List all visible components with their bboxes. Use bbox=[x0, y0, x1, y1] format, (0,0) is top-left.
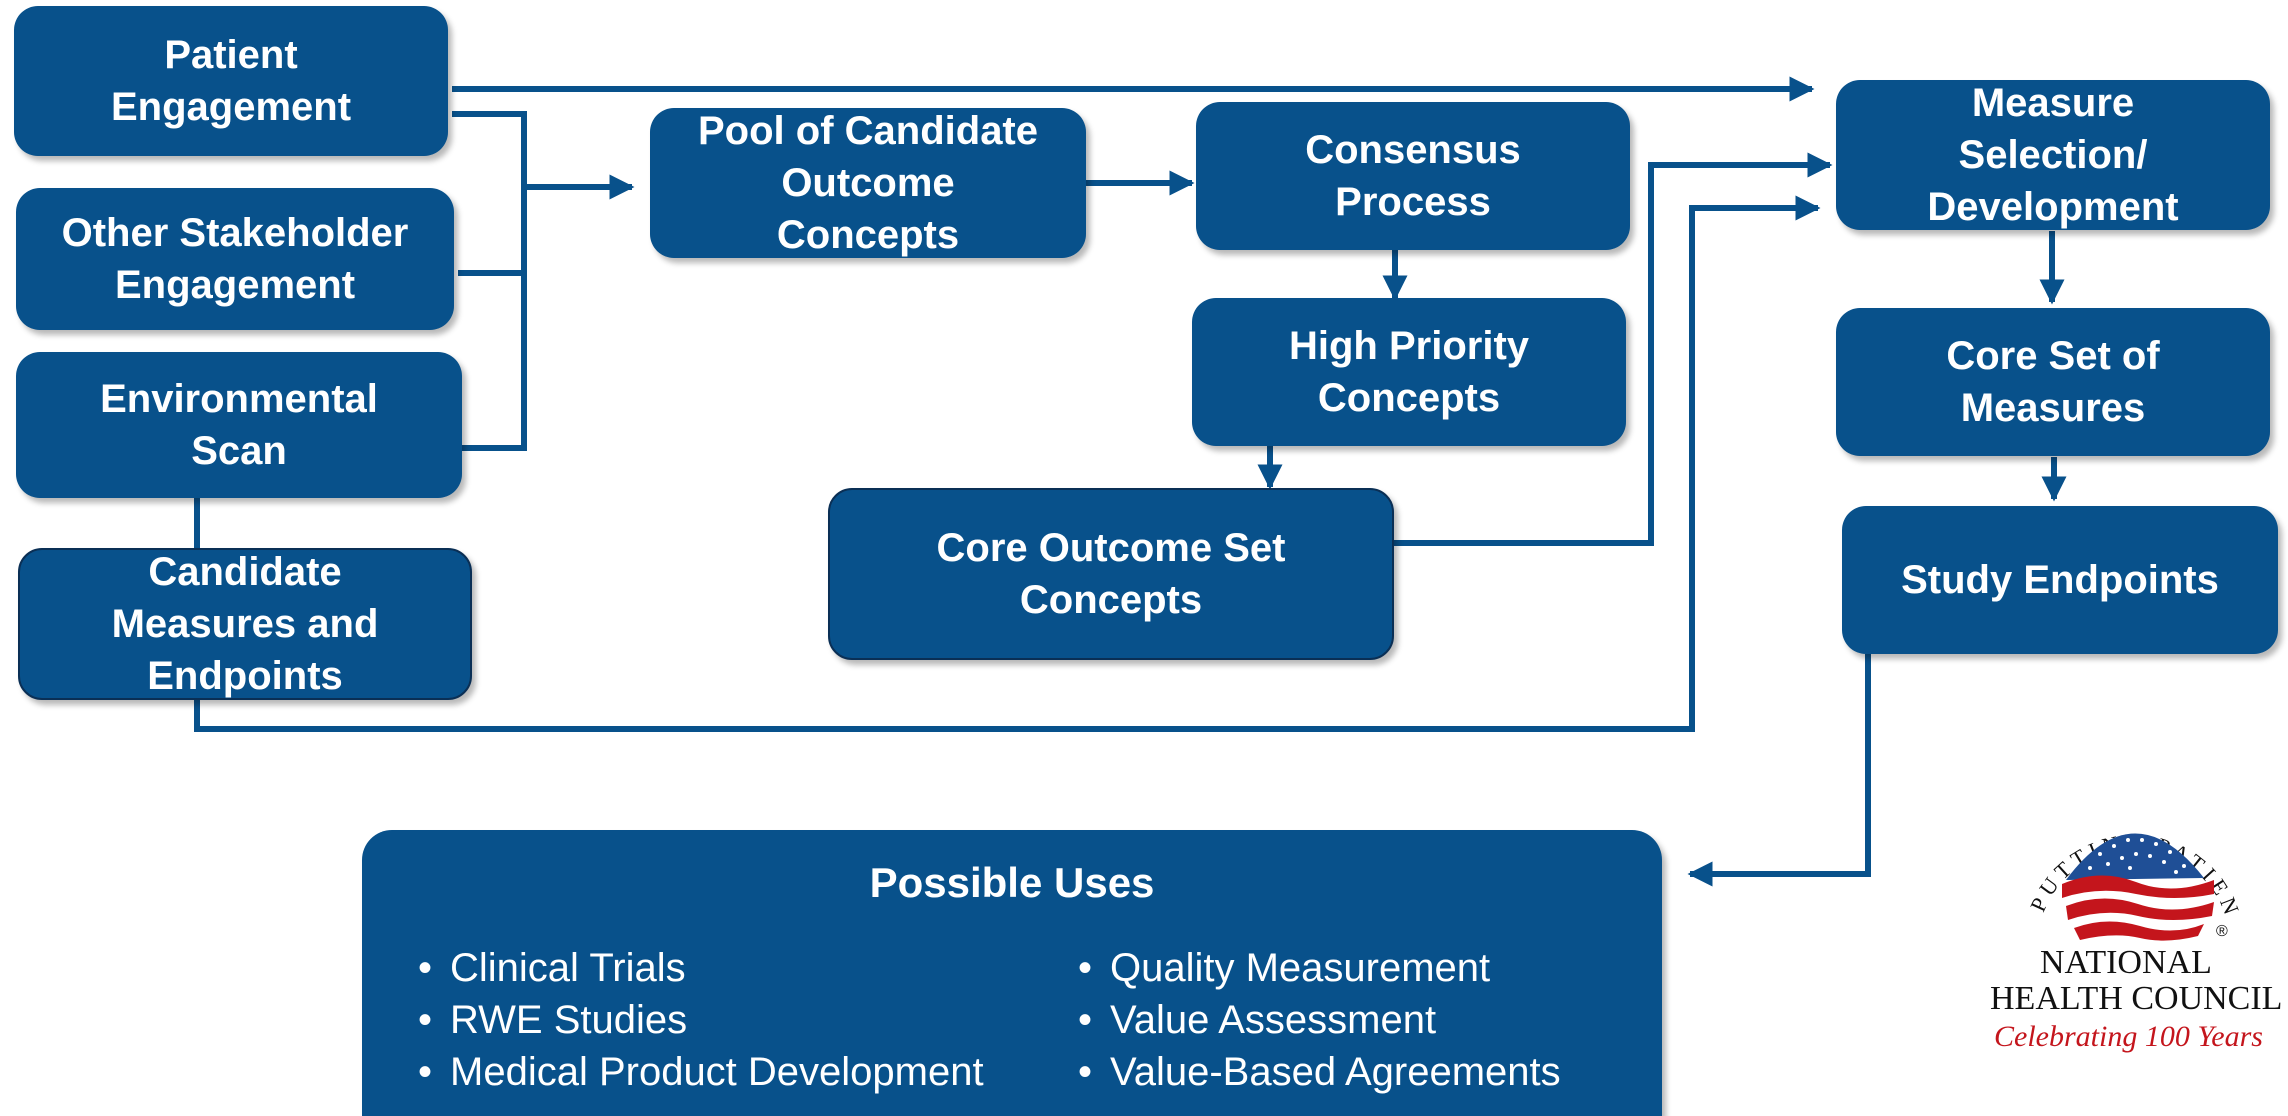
node-label-line: Study Endpoints bbox=[1901, 558, 2219, 602]
logo-name-line2: HEALTH COUNCIL bbox=[1990, 980, 2283, 1017]
node-label-line: Selection/ bbox=[1958, 133, 2148, 177]
node-label-line: Pool of Candidate bbox=[698, 109, 1038, 153]
node-label: Other Stakeholder Engagement bbox=[62, 207, 409, 311]
node-other-stakeholder-engagement: Other Stakeholder Engagement bbox=[16, 188, 454, 330]
node-label-line: Scan bbox=[191, 429, 287, 473]
node-label-line: Measures and bbox=[111, 602, 379, 646]
node-consensus-process: Consensus Process bbox=[1196, 102, 1630, 250]
bullet-icon: • bbox=[418, 998, 433, 1042]
node-environmental-scan: Environmental Scan bbox=[16, 352, 462, 498]
node-label: Candidate Measures and Endpoints bbox=[112, 546, 379, 702]
node-label: Core Set of Measures bbox=[1946, 330, 2159, 434]
node-pool-of-candidate-outcome-concepts: Pool of Candidate Outcome Concepts bbox=[650, 108, 1086, 258]
node-label-line: Measure bbox=[1971, 81, 2135, 125]
list-item: • Value-Based Agreements bbox=[1074, 1046, 1561, 1098]
node-label-line: Concepts bbox=[1019, 578, 1203, 622]
node-label-line: Other Stakeholder bbox=[61, 211, 409, 255]
list-item-label: Medical Product Development bbox=[450, 1050, 984, 1094]
node-core-outcome-set-concepts: Core Outcome Set Concepts bbox=[828, 488, 1394, 660]
list-item: • Medical Product Development bbox=[414, 1046, 984, 1098]
node-label-line: Core Outcome Set bbox=[936, 526, 1286, 570]
possible-uses-left-list: • Clinical Trials • RWE Studies • Medical P… bbox=[414, 942, 984, 1098]
node-candidate-measures: Candidate Measures and Endpoints bbox=[18, 548, 472, 700]
node-label-line: Environmental bbox=[100, 377, 378, 421]
node-label: High Priority Concepts bbox=[1289, 320, 1529, 424]
node-measure-selection-development: Measure Selection/ Development bbox=[1836, 80, 2270, 230]
node-study-endpoints: Study Endpoints bbox=[1842, 506, 2278, 654]
list-item-label: Clinical Trials bbox=[450, 946, 686, 990]
bullet-icon: • bbox=[418, 946, 433, 990]
node-label-line: Concepts bbox=[1317, 376, 1501, 420]
node-label-line: High Priority bbox=[1288, 324, 1530, 368]
list-item-label: Quality Measurement bbox=[1110, 946, 1491, 990]
node-label-line: Measures bbox=[1960, 386, 2146, 430]
node-label: Core Outcome Set Concepts bbox=[937, 522, 1286, 626]
node-label-line: Concepts bbox=[776, 213, 960, 257]
node-patient-engagement: Patient Engagement bbox=[14, 6, 448, 156]
list-item-label: Value Assessment bbox=[1110, 998, 1437, 1042]
node-label-line: Endpoints bbox=[147, 654, 343, 698]
node-label-line: Engagement bbox=[110, 85, 352, 129]
node-label-line: Development bbox=[1927, 185, 2179, 229]
bullet-icon: • bbox=[1078, 946, 1093, 990]
node-label: Consensus Process bbox=[1305, 124, 1521, 228]
node-label-line: Core Set of bbox=[1946, 334, 2160, 378]
node-label-line: Engagement bbox=[114, 263, 356, 307]
list-item: • Quality Measurement bbox=[1074, 942, 1561, 994]
node-high-priority-concepts: High Priority Concepts bbox=[1192, 298, 1626, 446]
bullet-icon: • bbox=[418, 1050, 433, 1094]
node-label-line: Process bbox=[1335, 180, 1491, 224]
possible-uses-title: Possible Uses bbox=[869, 859, 1155, 906]
node-label: Study Endpoints bbox=[1901, 554, 2219, 606]
list-item: • RWE Studies bbox=[414, 994, 984, 1046]
node-label: Measure Selection/ Development bbox=[1927, 77, 2178, 233]
list-item-label: Value-Based Agreements bbox=[1110, 1050, 1561, 1094]
flag-seal-icon: PUTTING PATIENTS FIRST ® bbox=[1990, 768, 2241, 941]
logo-tagline: Celebrating 100 Years bbox=[1994, 1020, 2263, 1053]
node-label-line: Outcome bbox=[781, 161, 955, 205]
logo-name-line1: NATIONAL bbox=[2040, 944, 2212, 981]
national-health-council-logo: PUTTING PATIENTS FIRST ® NATIONAL HEALTH… bbox=[1990, 768, 2288, 1068]
node-label-line: Consensus bbox=[1305, 128, 1521, 172]
node-label: Patient Engagement bbox=[111, 29, 351, 133]
node-label-line: Patient bbox=[164, 33, 298, 77]
node-label-line: Candidate bbox=[148, 550, 342, 594]
connector-core-outcome-to-measure-selection bbox=[1394, 152, 1833, 546]
list-item: • Clinical Trials bbox=[414, 942, 984, 994]
list-item: • Value Assessment bbox=[1074, 994, 1561, 1046]
bullet-icon: • bbox=[1078, 998, 1093, 1042]
node-label: Environmental Scan bbox=[100, 373, 378, 477]
node-label: Pool of Candidate Outcome Concepts bbox=[698, 105, 1038, 261]
logo-registered-mark: ® bbox=[2216, 923, 2228, 940]
connector-study-endpoints-to-uses bbox=[1687, 654, 1871, 887]
bullet-icon: • bbox=[1078, 1050, 1093, 1094]
possible-uses-panel: Possible Uses • Clinical Trials • RWE Stud… bbox=[362, 830, 1662, 1116]
list-item-label: RWE Studies bbox=[450, 998, 688, 1042]
possible-uses-right-list: • Quality Measurement • Value Assessment •… bbox=[1074, 942, 1561, 1098]
node-core-set-of-measures: Core Set of Measures bbox=[1836, 308, 2270, 456]
connector-candidate-to-measure-selection bbox=[194, 195, 1821, 732]
